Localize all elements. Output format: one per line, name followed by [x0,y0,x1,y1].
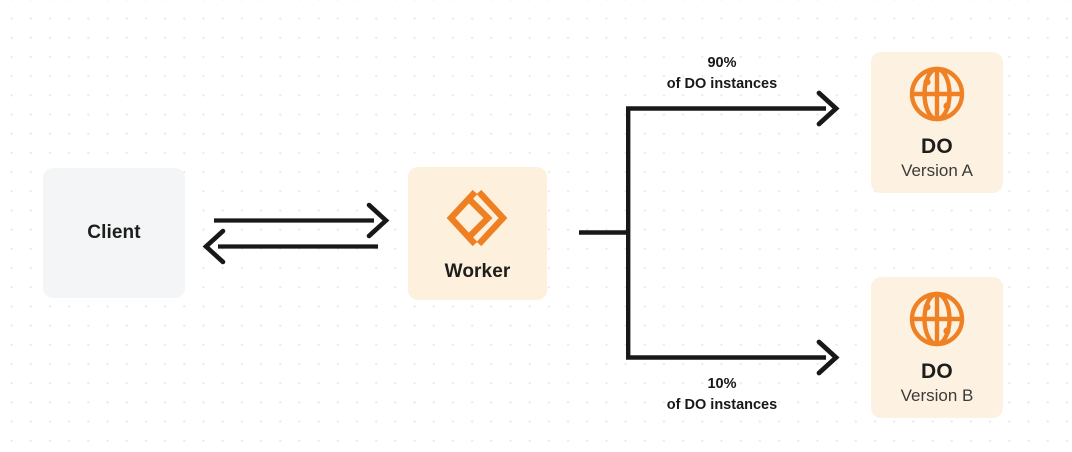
node-do-version-a: DO Version A [871,52,1003,193]
edge-label-worker-to-do-a-percent: 90% [707,55,737,71]
edge-client-to-worker [214,202,390,239]
edge-worker-to-do-a-arrowhead [816,90,840,127]
edge-label-worker-to-do-b: 10% of DO instances [636,374,808,416]
node-worker: Worker [408,167,547,300]
edge-label-worker-to-do-b-percent: 10% [707,376,737,392]
globe-icon [908,65,966,123]
node-client: Client [43,168,185,298]
node-worker-label: Worker [444,260,511,282]
edge-worker-to-do-a [626,90,840,127]
edge-label-worker-to-do-b-description: of DO instances [666,397,778,414]
edge-label-worker-to-do-a-description: of DO instances [666,76,778,93]
node-do-version-a-sublabel: Version A [901,161,973,181]
node-do-version-a-label: DO [921,135,953,159]
edge-client-to-worker-arrowhead [366,202,390,239]
edge-worker-to-client-arrowhead [202,228,226,265]
edge-worker-to-do-b-arrowhead [816,339,840,376]
edge-worker-to-client [202,228,378,265]
node-do-version-b: DO Version B [871,277,1003,418]
edge-worker-to-do-b [626,339,840,376]
node-do-version-b-label: DO [921,360,953,384]
edge-label-worker-to-do-a: 90% of DO instances [636,53,808,95]
node-do-version-b-sublabel: Version B [900,386,974,406]
globe-icon [908,290,966,348]
cloudflare-workers-icon [445,188,511,248]
edge-worker-branch-spine [579,108,631,358]
node-client-label: Client [87,221,141,243]
